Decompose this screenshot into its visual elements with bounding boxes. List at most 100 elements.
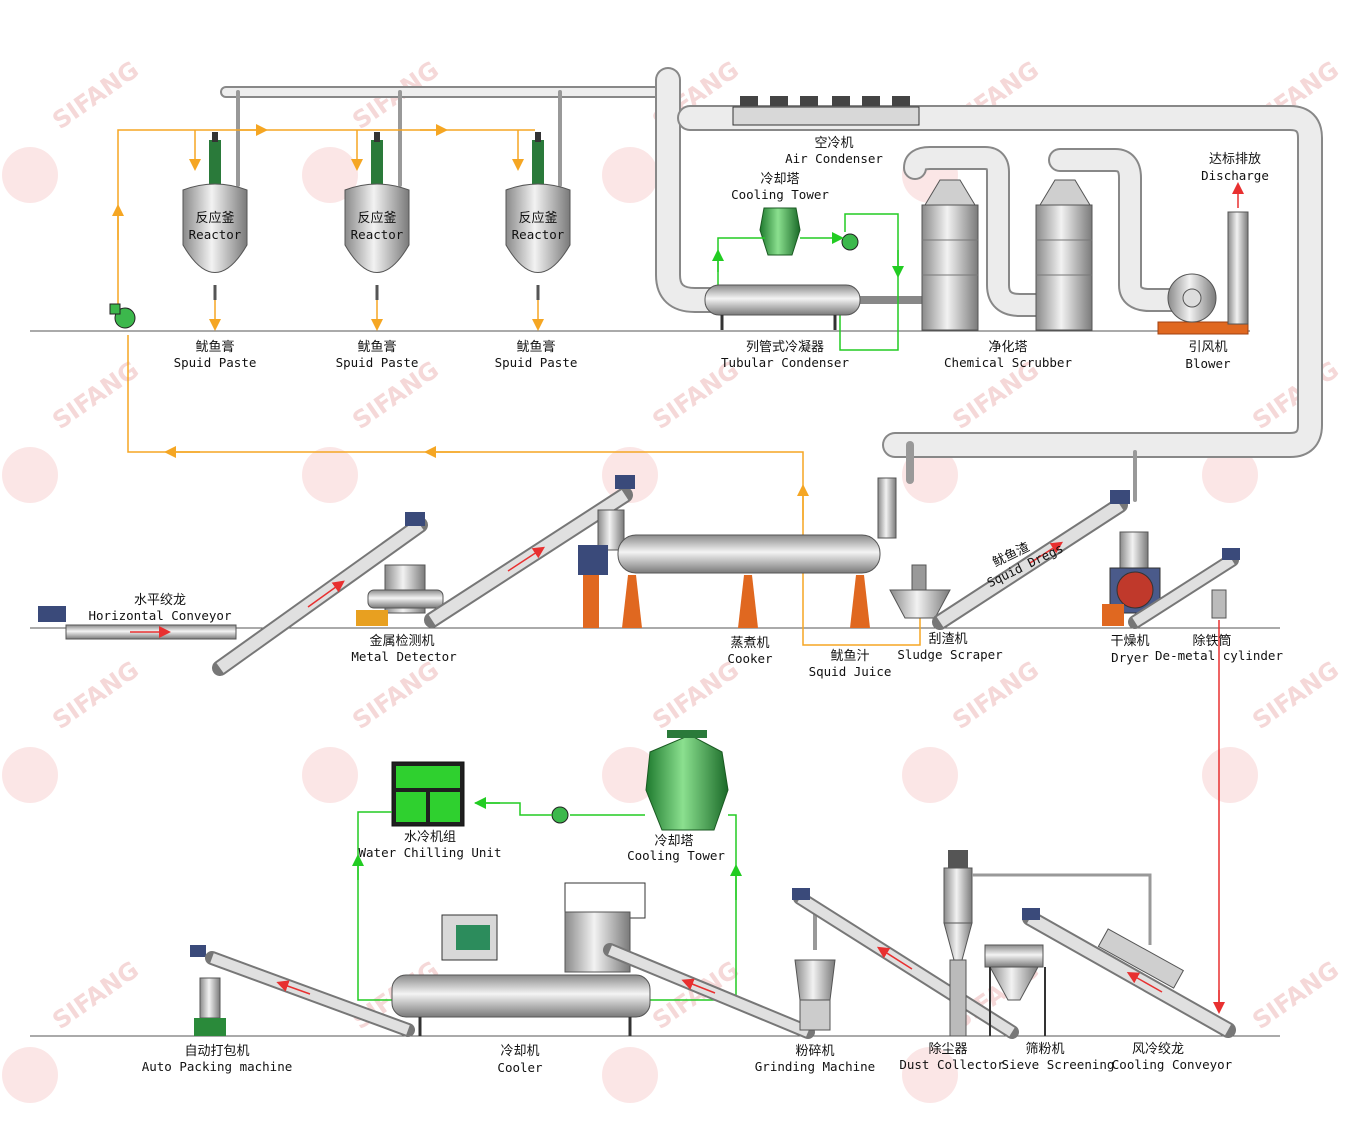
watermark-logo (902, 447, 958, 503)
cooler (391, 882, 651, 1036)
chemical-scrubber-2 (1035, 179, 1093, 331)
cooling-conveyor (1022, 908, 1236, 1038)
cooling-conveyor-en: Cooling Conveyor (1112, 1057, 1233, 1072)
reactor-1 (182, 132, 248, 300)
tubular-condenser-en: Tubular Condenser (721, 355, 849, 370)
watermark-logo (602, 747, 658, 803)
sieve-en: Sieve Screening (1002, 1057, 1115, 1072)
watermark-brand: SIFANG (1247, 956, 1344, 1035)
watermark-logo (2, 747, 58, 803)
water-chilling-cn: 水冷机组 (404, 830, 456, 845)
reactor-2-cn: 反应釜 (357, 210, 396, 226)
auto-packing-en: Auto Packing machine (142, 1059, 293, 1074)
blower-en: Blower (1185, 356, 1231, 371)
cooling-tower-top-cn: 冷却塔 (760, 172, 799, 187)
paste-2-cn: 鱿鱼膏 (357, 339, 396, 355)
dryer-en: Dryer (1111, 650, 1149, 665)
grinding-machine (794, 905, 836, 1031)
watermark-logo (2, 447, 58, 503)
watermark-logo (2, 147, 58, 203)
horizontal-conveyor-en: Horizontal Conveyor (89, 608, 232, 623)
labels: 空冷机 Air Condenser 冷却塔 Cooling Tower 达标排放… (89, 136, 1284, 1075)
paste-1-en: Spuid Paste (174, 355, 257, 370)
watermark-brand: SIFANG (647, 656, 744, 735)
blower (1157, 211, 1249, 335)
cooling-tower-bottom (551, 730, 729, 831)
cooling-tower-top-en: Cooling Tower (731, 187, 829, 202)
horizontal-conveyor-cn: 水平绞龙 (134, 592, 186, 608)
cooler-conveyor (603, 943, 815, 1039)
paste-2-en: Spuid Paste (336, 355, 419, 370)
sieve-cn: 筛粉机 (1025, 1042, 1064, 1057)
watermark-brand: SIFANG (947, 656, 1044, 735)
air-condenser-cn: 空冷机 (814, 136, 853, 151)
exhaust-pipe-network (220, 67, 1323, 502)
paste-3-en: Spuid Paste (495, 355, 578, 370)
dust-collector (943, 850, 1152, 1037)
cooling-tower-bottom-cn: 冷却塔 (654, 834, 693, 849)
cooling-conveyor-cn: 风冷绞龙 (1132, 1041, 1184, 1057)
incline-conveyor-3 (932, 490, 1130, 630)
cooker (578, 477, 897, 628)
reactor-1-cn: 反应釜 (195, 210, 234, 226)
cooker-cn: 蒸煮机 (730, 636, 769, 651)
metal-detector-cn: 金属检测机 (369, 633, 434, 649)
watermark-brand: SIFANG (47, 956, 144, 1035)
grinding-conveyor (792, 888, 1019, 1039)
watermark-logo (2, 1047, 58, 1103)
tubular-condenser (704, 284, 861, 330)
reactor-1-en: Reactor (189, 227, 242, 242)
sludge-scraper-en: Sludge Scraper (897, 647, 1003, 662)
cooler-cn: 冷却机 (500, 1044, 539, 1059)
cooling-water-loop-top (712, 213, 904, 351)
cooker-en: Cooker (727, 651, 773, 666)
incline-conveyor-1 (212, 512, 428, 676)
cooling-water-loop-bottom (352, 797, 742, 1001)
reactor-2-en: Reactor (351, 227, 404, 242)
dust-collector-en: Dust Collector (899, 1057, 1005, 1072)
watermark-logo (302, 447, 358, 503)
watermark-brand: SIFANG (1247, 356, 1344, 435)
chemical-scrubber-cn: 净化塔 (988, 340, 1027, 355)
paste-3-cn: 鱿鱼膏 (516, 339, 555, 355)
sludge-scraper (889, 564, 951, 619)
dryer-cn: 干燥机 (1110, 634, 1149, 649)
watermark-logo (902, 747, 958, 803)
watermark-logo (602, 147, 658, 203)
watermark-brand: SIFANG (47, 356, 144, 435)
dust-collector-cn: 除尘器 (928, 1042, 967, 1057)
discharge-cn: 达标排放 (1209, 152, 1261, 167)
water-chilling-unit (391, 761, 465, 827)
packing-conveyor (205, 951, 415, 1037)
grinding-cn: 粉碎机 (795, 1044, 834, 1059)
chemical-scrubber-en: Chemical Scrubber (944, 355, 1072, 370)
watermark-logo (902, 1047, 958, 1103)
metal-detector-en: Metal Detector (351, 649, 457, 664)
auto-packing-cn: 自动打包机 (184, 1044, 249, 1059)
air-condenser-en: Air Condenser (785, 151, 883, 166)
metal-detector (356, 564, 444, 626)
watermark-brand: SIFANG (347, 656, 444, 735)
sludge-scraper-cn: 刮渣机 (928, 632, 967, 647)
air-condenser (732, 96, 920, 126)
water-chilling-en: Water Chilling Unit (359, 845, 502, 860)
demetal-cn: 除铁筒 (1192, 633, 1231, 649)
squid-juice-en: Squid Juice (809, 664, 892, 679)
watermark-logo (302, 147, 358, 203)
watermark-logo (302, 747, 358, 803)
reactor-2 (344, 132, 410, 300)
auto-packing-machine (190, 945, 226, 1036)
discharge-en: Discharge (1201, 168, 1269, 183)
watermark-logo (1202, 447, 1258, 503)
watermark-brand: SIFANG (47, 656, 144, 735)
blower-cn: 引风机 (1188, 340, 1227, 355)
watermark-brand: SIFANG (1247, 656, 1344, 735)
reactor-3 (505, 132, 571, 300)
paste-1-cn: 鱿鱼膏 (195, 339, 234, 355)
incline-conveyor-2 (424, 475, 635, 628)
grinding-en: Grinding Machine (755, 1059, 875, 1074)
reactor-3-en: Reactor (512, 227, 565, 242)
cooling-tower-bottom-en: Cooling Tower (627, 848, 725, 863)
sieve-screening (984, 944, 1046, 1036)
